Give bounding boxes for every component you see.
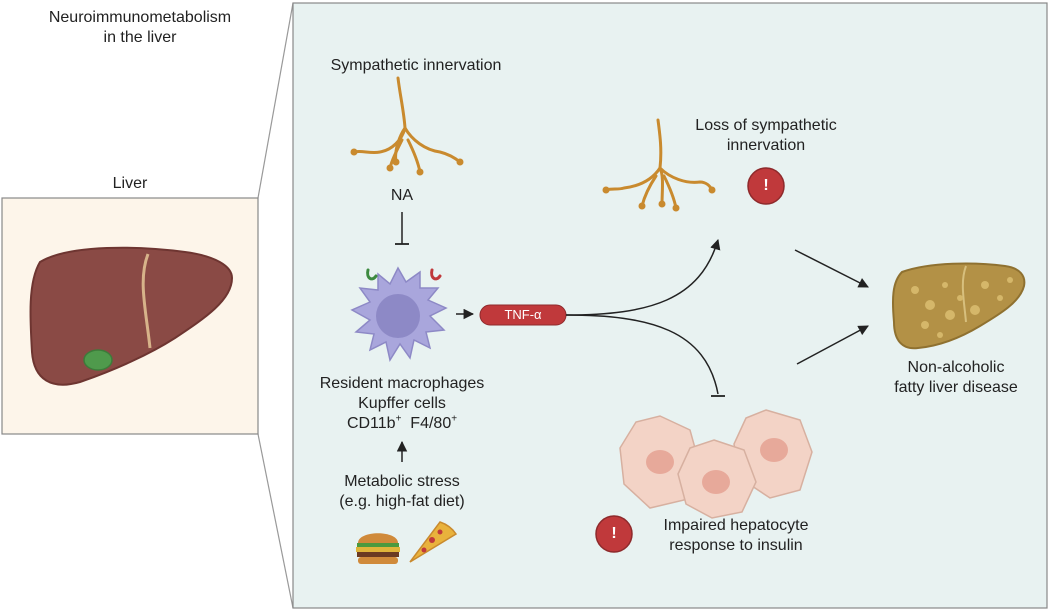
impaired-line-2: response to insulin (669, 537, 803, 554)
pizza-icon (409, 521, 458, 563)
marker-f480: F4/80 (410, 415, 452, 432)
hepatocyte-cells (619, 409, 813, 519)
zoom-line-top (257, 2, 294, 199)
stress-label: Metabolic stress (e.g. high-fat diet) (302, 472, 502, 512)
sympathetic-label: Sympathetic innervation (330, 57, 502, 74)
na-label: NA (390, 187, 414, 204)
macrophage-line-1: Resident macrophages (319, 375, 485, 392)
figure-title: Neuroimmunometabolism in the liver (2, 8, 278, 48)
tnf-hepatocyte-inhibit (565, 314, 719, 395)
impaired-nafld-arrow (796, 325, 869, 365)
macrophage-label: Resident macrophages Kupffer cells CD11b… (292, 374, 512, 434)
alert-icon-impaired (595, 515, 633, 553)
marker-cd11b: CD11b (346, 415, 396, 432)
nerve-terminals (350, 148, 464, 176)
liver-icon (29, 246, 234, 386)
macrophage-icon (350, 266, 448, 362)
lost-nerve-terminals (602, 186, 716, 212)
nafld-line-2: fatty liver disease (894, 379, 1018, 396)
loss-line-1: Loss of sympathetic (695, 117, 837, 134)
marker-cd11b-sup: + (395, 413, 402, 425)
loss-nafld-arrow (794, 249, 869, 288)
loss-line-2: innervation (726, 137, 806, 154)
impaired-label: Impaired hepatocyte response to insulin (636, 516, 836, 556)
alert-symbol-impaired: ! (611, 525, 617, 542)
alert-symbol-loss: ! (763, 177, 769, 194)
lost-nerve-icon (604, 118, 714, 210)
liver-label: Liver (112, 175, 148, 192)
title-line-1: Neuroimmunometabolism (48, 9, 232, 26)
stress-line-2: (e.g. high-fat diet) (339, 493, 465, 510)
nafld-label: Non-alcoholic fatty liver disease (866, 358, 1046, 398)
title-line-2: in the liver (103, 29, 177, 46)
loss-label: Loss of sympathetic innervation (666, 116, 866, 156)
macrophage-markers: CD11b+ F4/80+ (292, 414, 512, 434)
marker-f480-sup: + (451, 413, 458, 425)
nafld-line-1: Non-alcoholic (907, 359, 1005, 376)
tnf-loss-arrow (565, 238, 721, 316)
tnf-label: TNF-α (504, 307, 542, 322)
stress-line-1: Metabolic stress (344, 473, 460, 490)
impaired-line-1: Impaired hepatocyte (663, 517, 809, 534)
zoom-line-bottom (257, 433, 294, 609)
alert-icon-loss (747, 167, 785, 205)
fatty-liver-icon (892, 262, 1026, 350)
macrophage-line-2: Kupffer cells (358, 395, 446, 412)
burger-icon (356, 533, 400, 564)
